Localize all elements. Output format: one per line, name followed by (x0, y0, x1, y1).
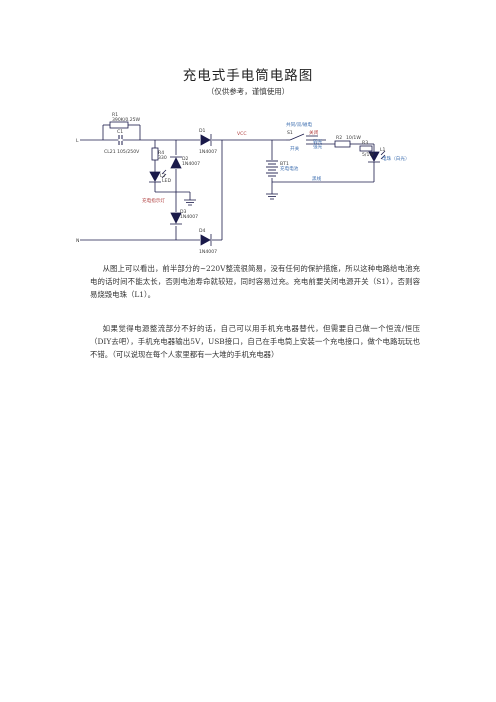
resistor-r3 (359, 145, 373, 152)
d1-ref: D1 (199, 128, 206, 134)
d1-value: 1N4007 (199, 149, 217, 155)
paragraph-1: 从图上可以看出，前半部分的~220V整流很简易，没有任何的保护措施，所以这种电路… (90, 264, 420, 300)
r2-ref: R2 (336, 135, 342, 141)
r4-ref: R4 (158, 150, 164, 156)
s1-low-label: 弱光 (313, 138, 323, 145)
top-note-label: 共同/双/磁电 (286, 121, 312, 128)
resistor-r2 (334, 140, 351, 148)
d4-value: 1N4007 (199, 249, 217, 255)
page-title: 充电式手电筒电路图 (182, 68, 314, 84)
d2-value: 1N4007 (182, 161, 200, 167)
s1-off-label: 关闭 (309, 129, 319, 136)
r1-ref: R1 (112, 112, 118, 118)
bt1-label: 充电电池 (280, 165, 299, 172)
lamp-l1 (368, 150, 386, 163)
d3-value: 1N4007 (180, 214, 198, 220)
r4-value: 330 (158, 155, 167, 161)
ground-battery (266, 193, 278, 200)
diode-d4 (200, 234, 212, 246)
l1-label: 电珠（白光） (382, 155, 410, 162)
vcc-label: VCC (237, 131, 247, 137)
resistor-r1 (109, 121, 129, 129)
l1-ref: L1 (380, 147, 386, 153)
c1-value: CL21 105/250V (104, 149, 140, 155)
diode-d3 (170, 212, 182, 225)
s1-ref: S1 (287, 130, 293, 136)
d3-ref: D3 (180, 209, 187, 215)
d2-ref: D2 (182, 156, 189, 162)
paragraph-2: 如果觉得电源整流部分不好的话，自己可以用手机充电器替代，但需要自己做一个恒流/恒… (90, 324, 420, 360)
page-subtitle: （仅供参考，谨慎使用） (206, 87, 290, 96)
terminal-l-label: L (76, 138, 79, 144)
led-l2 (149, 169, 167, 183)
battery-bt1 (266, 160, 278, 177)
s1-high-label: 强光 (313, 143, 323, 150)
ground-note-label: 黑线 (312, 175, 322, 182)
bt1-ref: BT1 (280, 161, 289, 167)
r3-ref: R3 (362, 140, 368, 146)
diode-d2 (170, 156, 182, 169)
resistor-r4 (151, 147, 159, 161)
c1-ref: C1 (117, 129, 123, 135)
ground-symbol (184, 199, 196, 206)
l2-value: LED (162, 178, 171, 184)
r2-value: 10/1W (346, 135, 361, 141)
r1-value: 390K/0.25W (112, 117, 141, 123)
diode-d1 (200, 134, 212, 146)
s1-label: 开关 (290, 145, 300, 152)
terminal-n-label: N (76, 238, 79, 244)
charge-indicator-label: 充电指示灯 (142, 197, 165, 204)
r3-value: 5/1W (362, 152, 374, 158)
d4-ref: D4 (199, 228, 206, 234)
l2-ref: L2 (160, 173, 166, 179)
